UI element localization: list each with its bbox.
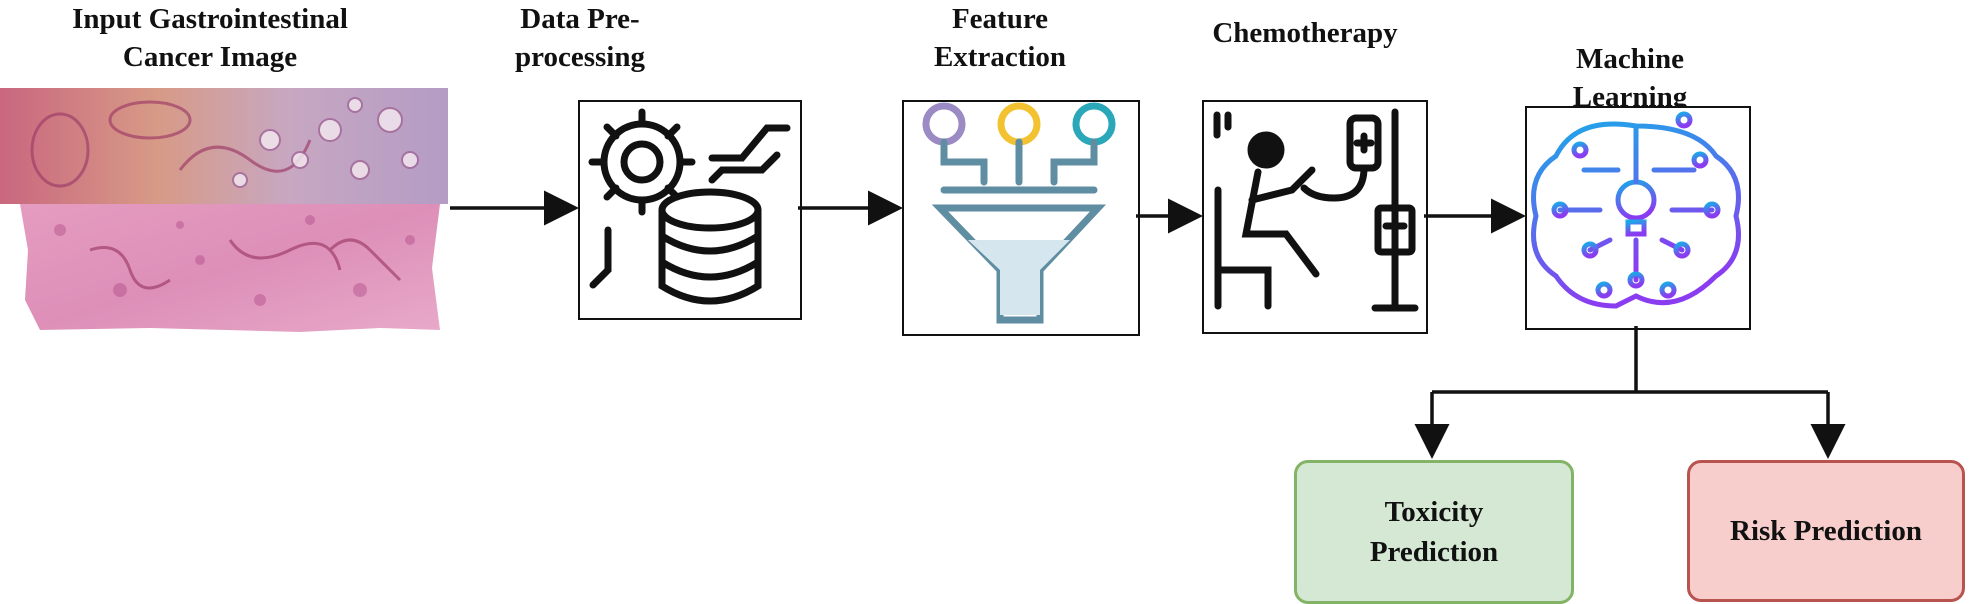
- toxicity-prediction-box: Toxicity Prediction: [1294, 460, 1574, 604]
- stage-title-feature-extraction: Feature Extraction: [933, 3, 1067, 73]
- risk-prediction-box: Risk Prediction: [1687, 460, 1965, 602]
- stage-title-machine-learning: Machine Learning: [1572, 43, 1688, 113]
- stage-title-preprocessing: Data Pre- processing: [515, 3, 645, 73]
- feature-extraction-box: [902, 100, 1140, 336]
- preprocessing-box: [578, 100, 802, 320]
- stage-title-chemotherapy: Chemotherapy: [1212, 17, 1398, 49]
- chemotherapy-box: [1202, 100, 1428, 334]
- stage-title-input: Input Gastrointestinal Cancer Image: [72, 3, 348, 73]
- connector-ml-down: [1432, 326, 1828, 394]
- machine-learning-box: [1525, 106, 1751, 330]
